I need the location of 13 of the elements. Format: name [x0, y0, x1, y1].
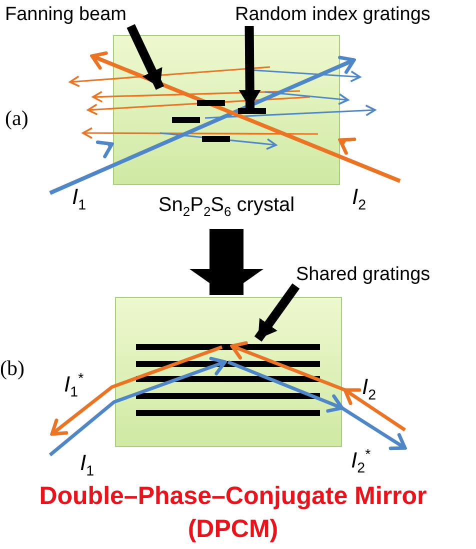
caption: Double–Phase–Conjugate Mirror (DPCM) — [38, 481, 428, 544]
block-arrow — [190, 229, 264, 295]
callout-text: Fanning beam — [5, 4, 153, 26]
callout-text: Shared gratings — [296, 264, 462, 286]
panel-label: (a) — [5, 108, 28, 129]
pointer-arrow — [238, 26, 261, 108]
beam-label: I$_{1}$ — [80, 452, 94, 479]
beam-label: I$_{2}$ — [352, 186, 366, 213]
panel-label: (b) — [0, 358, 24, 379]
callout-text: Random index gratings — [235, 4, 473, 26]
beam-label: I$_{1}$ — [72, 186, 86, 213]
crystal-caption: Sn$_{2}$P$_{2}$S$_{6}$ crystal — [157, 195, 296, 218]
beam-label: I$_{2}$ — [362, 376, 376, 403]
